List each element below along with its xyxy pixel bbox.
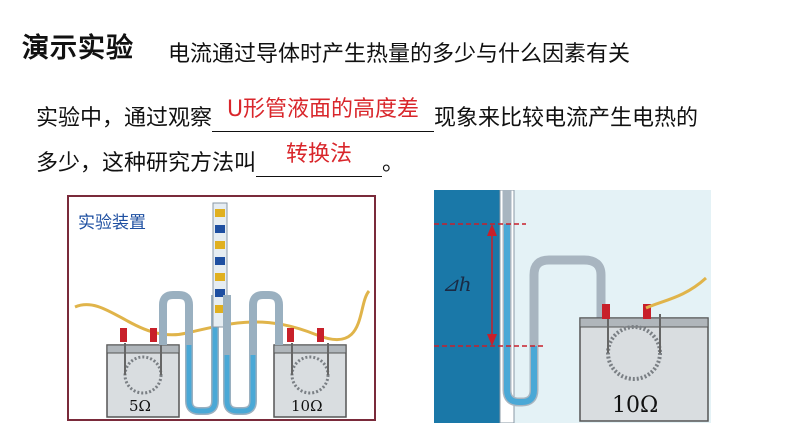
water-tank-wall xyxy=(434,190,512,423)
answer-blank-2: 转换法 xyxy=(256,142,383,177)
slide-title: 演示实验 xyxy=(22,33,134,64)
answer-2: 转换法 xyxy=(286,142,353,167)
question-line-2: 多少，这种研究方法叫 转换法 。 xyxy=(36,142,405,177)
height-difference-illustration: 10Ω ⊿h xyxy=(434,190,709,423)
container xyxy=(579,317,709,422)
left-terminal-2 xyxy=(150,328,157,342)
slide-subtitle: 电流通过导体时产生热量的多少与什么因素有关 xyxy=(168,42,631,67)
answer-1: U形管液面的高度差 xyxy=(226,97,420,122)
apparatus-caption: 实验装置 xyxy=(78,213,146,233)
question-text-1b: 现象来比较电流产生电热的 xyxy=(434,106,699,131)
height-difference-label: ⊿h xyxy=(442,272,472,296)
apparatus-illustration: 5Ω 10Ω xyxy=(74,202,371,418)
terminal-1 xyxy=(602,304,610,319)
terminal-2 xyxy=(643,304,651,319)
right-terminal-2 xyxy=(317,328,324,342)
resistor-label: 10Ω xyxy=(612,393,658,418)
answer-blank-1: U形管液面的高度差 xyxy=(212,97,435,132)
right-resistor-label: 10Ω xyxy=(291,397,323,415)
left-terminal-1 xyxy=(120,328,127,342)
question-line-1: 实验中，通过观察 U形管液面的高度差现象来比较电流产生电热的 xyxy=(36,97,699,132)
question-text-2b: 。 xyxy=(382,151,405,176)
right-terminal-1 xyxy=(287,328,294,342)
left-resistor-label: 5Ω xyxy=(129,397,151,415)
question-text-1a: 实验中，通过观察 xyxy=(36,106,213,131)
question-text-2a: 多少，这种研究方法叫 xyxy=(36,151,257,176)
